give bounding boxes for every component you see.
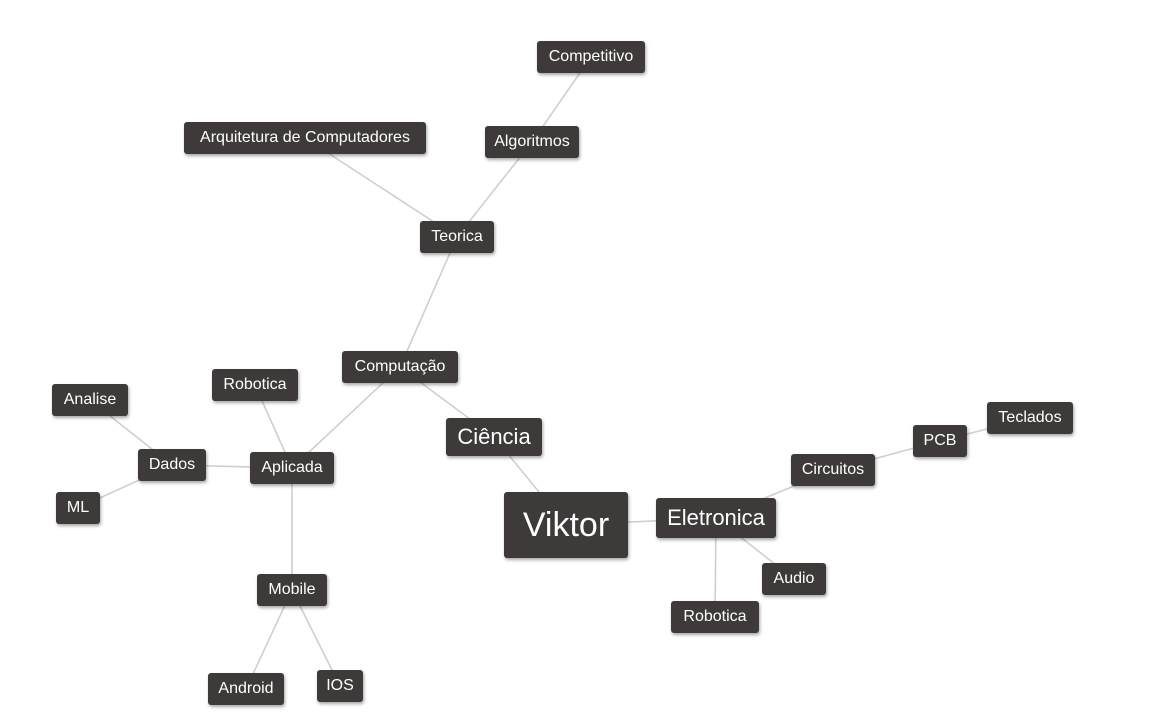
node-arquitetura[interactable]: Arquitetura de Computadores — [184, 122, 426, 154]
node-computacao[interactable]: Computação — [342, 351, 458, 383]
node-mobile[interactable]: Mobile — [257, 574, 327, 606]
node-competitivo[interactable]: Competitivo — [537, 41, 645, 73]
node-ml[interactable]: ML — [56, 492, 100, 524]
node-pcb[interactable]: PCB — [913, 425, 967, 457]
node-ios[interactable]: IOS — [317, 670, 363, 702]
node-ciencia[interactable]: Ciência — [446, 418, 542, 456]
edge-computacao-teorica — [399, 236, 458, 368]
node-aplicada[interactable]: Aplicada — [250, 452, 334, 484]
node-dados[interactable]: Dados — [138, 449, 206, 481]
node-robotica-ele[interactable]: Robotica — [671, 601, 759, 633]
node-robotica-comp[interactable]: Robotica — [212, 369, 298, 401]
node-android[interactable]: Android — [208, 673, 284, 705]
edge-mobile-android — [245, 589, 293, 690]
node-audio[interactable]: Audio — [762, 563, 826, 595]
node-algoritmos[interactable]: Algoritmos — [485, 126, 579, 158]
node-teorica[interactable]: Teorica — [420, 221, 494, 253]
edge-teorica-arquitetura — [304, 137, 458, 238]
node-analise[interactable]: Analise — [52, 384, 128, 416]
node-teclados[interactable]: Teclados — [987, 402, 1073, 434]
node-viktor[interactable]: Viktor — [504, 492, 628, 558]
edge-computacao-aplicada — [291, 366, 401, 469]
node-circuitos[interactable]: Circuitos — [791, 454, 875, 486]
node-eletronica[interactable]: Eletronica — [656, 498, 776, 538]
